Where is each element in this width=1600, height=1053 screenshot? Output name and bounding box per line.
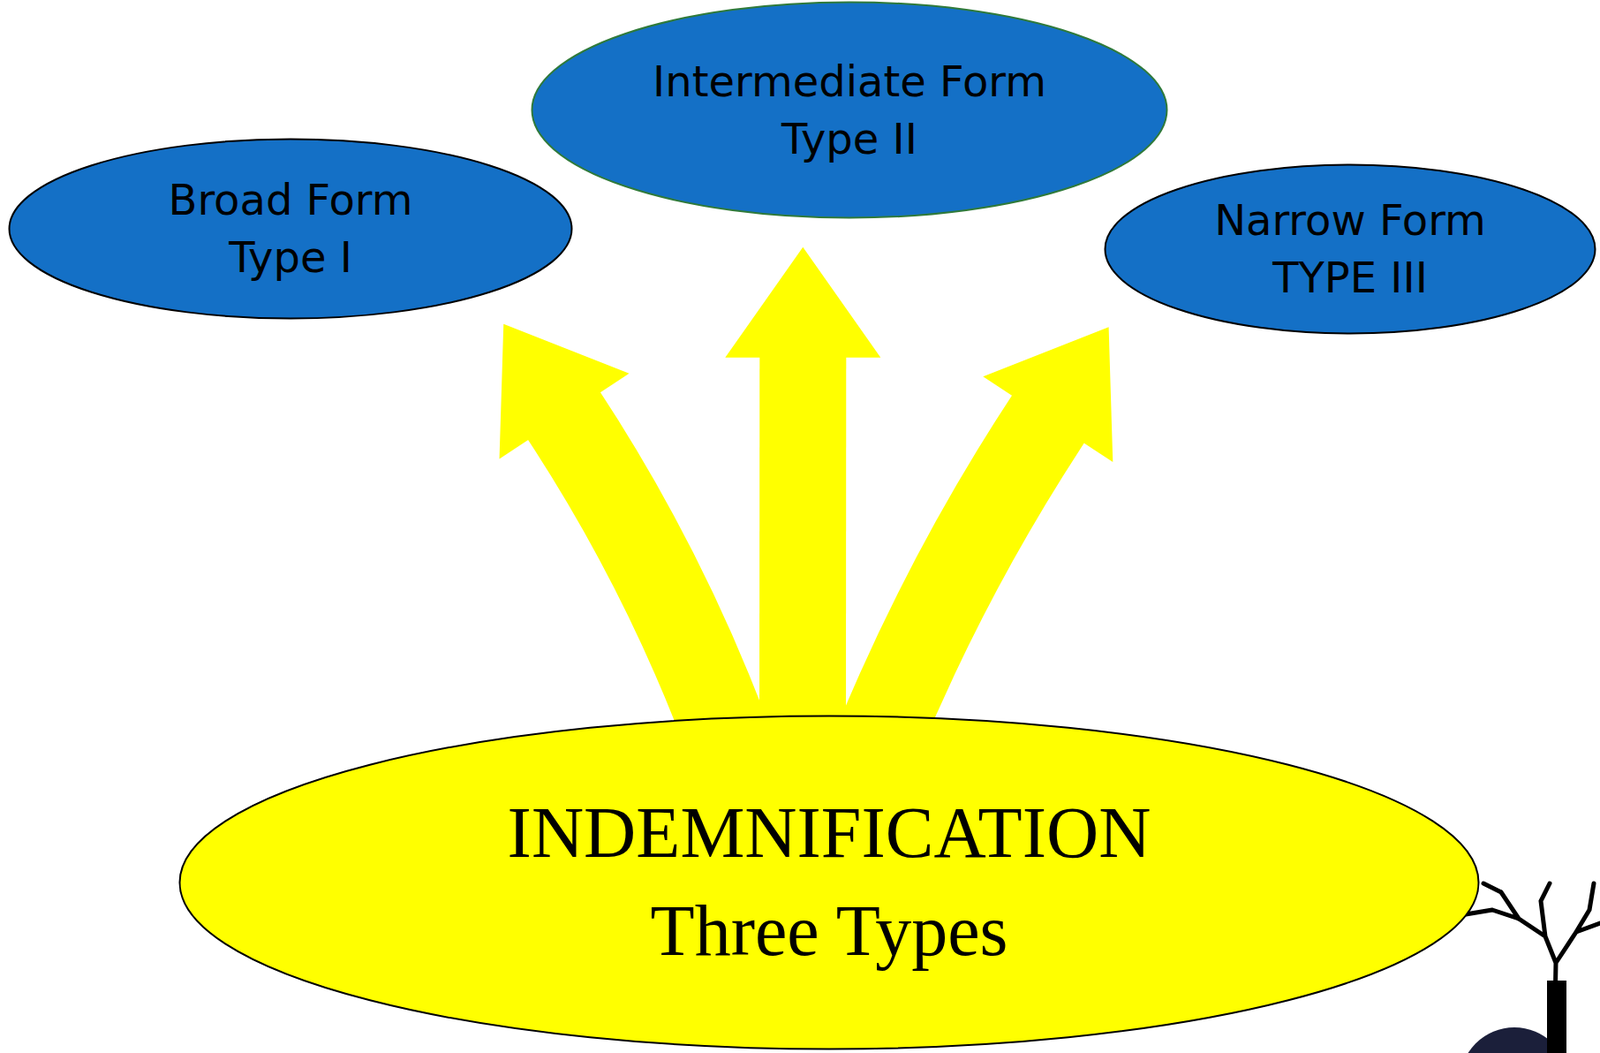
arrow-shaft [877,415,1050,741]
node-title: Broad Form [167,171,413,229]
node-subtitle: TYPE III [1272,249,1428,307]
ellipse-outline [530,0,1169,219]
arrow-head [724,247,881,358]
ellipse-node: Narrow FormTYPE III [1103,163,1597,335]
node-title: Intermediate Form [652,52,1047,111]
node-subtitle: Type I [228,228,353,287]
tree-trunk [1547,980,1567,1053]
arrow-shaft [562,413,730,744]
ellipse-outline [7,137,574,320]
node-subtitle: Three Types [650,882,1009,981]
node-title: Narrow Form [1214,191,1487,250]
arrow-head [499,324,630,460]
ellipse-node: INDEMNIFICATIONThree Types [178,714,1480,1050]
ellipse-outline [1103,163,1597,335]
tree-branches [1465,883,1600,1053]
block-arrow [499,324,730,744]
arrow-shaft [759,354,846,741]
node-title: INDEMNIFICATION [507,784,1152,883]
node-subtitle: Type II [781,110,918,168]
ellipse-node: Intermediate FormType II [530,0,1169,219]
tree-silhouette [1459,883,1600,1053]
arrow-head [982,326,1113,462]
block-arrow [877,326,1113,741]
ellipse-node: Broad FormType I [7,137,574,320]
ellipse-outline [178,714,1480,1050]
block-arrow [724,247,881,741]
